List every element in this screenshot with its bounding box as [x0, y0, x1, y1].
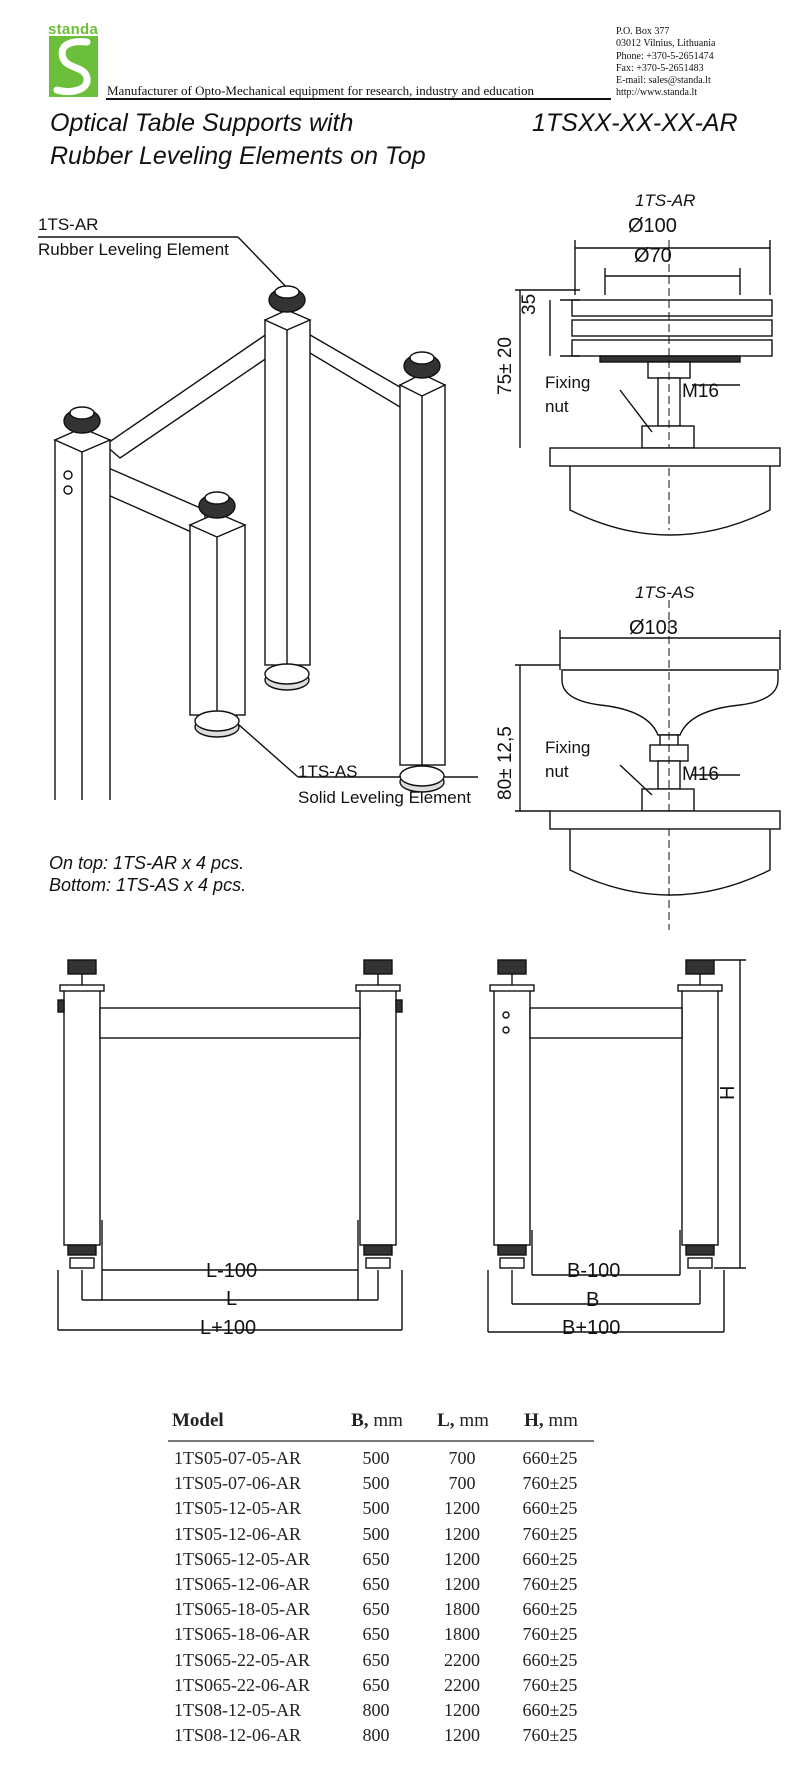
top-element-code: 1TS-AR	[38, 215, 99, 234]
dim-b: B	[586, 1289, 600, 1311]
contact-line: http://www.standa.lt	[616, 87, 698, 99]
title-line: Optical Table Supports with	[50, 109, 354, 137]
dim-l-plus: L+100	[200, 1317, 257, 1339]
bottom-element-code: 1TS-AS	[298, 762, 358, 781]
document-title: Optical Table Supports with Rubber Level…	[50, 107, 426, 173]
top-element-name: Rubber Leveling Element	[38, 240, 229, 259]
detail-as-nut: nut	[545, 762, 569, 781]
dim-l: L	[226, 1288, 238, 1310]
quantity-notes: On top: 1TS-AR x 4 pcs. Bottom: 1TS-AS x…	[49, 852, 246, 896]
detail-ar-height-pad: 35	[519, 293, 540, 315]
contact-line: E-mail: sales@standa.lt	[616, 75, 711, 87]
contact-line: Fax: +370-5-2651483	[616, 62, 704, 74]
dim-b-minus: B-100	[567, 1260, 621, 1282]
detail-ar-thread: M16	[682, 381, 719, 402]
standa-logo	[49, 36, 98, 97]
contact-block: P.O. Box 377 03012 Vilnius, Lithuania Ph…	[616, 26, 716, 100]
contact-line: P.O. Box 377	[616, 26, 670, 37]
detail-as-title: 1TS-AS	[635, 583, 695, 602]
side-view-drawing	[487, 959, 746, 1333]
dim-b-plus: B+100	[562, 1317, 621, 1339]
dim-l-minus: L-100	[206, 1260, 258, 1282]
detail-as-thread: M16	[682, 764, 719, 785]
title-line: Rubber Leveling Elements on Top	[50, 142, 426, 170]
table-header-row: Model B, mm L, mm H, mm	[168, 1410, 594, 1442]
col-b: B, mm	[332, 1410, 418, 1442]
detail-ar-title: 1TS-AR	[635, 191, 696, 210]
detail-as-dia: Ø103	[629, 617, 678, 639]
detail-ar-drawing	[515, 240, 781, 536]
detail-as-fixing: Fixing	[545, 738, 591, 757]
detail-as-height-total: 80± 12,5	[495, 726, 516, 800]
detail-ar-dia-outer: Ø100	[628, 215, 677, 237]
front-view-drawing	[57, 959, 403, 1331]
dim-h: H	[717, 1085, 739, 1100]
detail-ar-nut: nut	[545, 397, 569, 416]
note-bottom: Bottom: 1TS-AS x 4 pcs.	[49, 875, 247, 895]
contact-line: 03012 Vilnius, Lithuania	[616, 38, 716, 50]
brand-wordmark: standa	[48, 21, 99, 38]
note-top: On top: 1TS-AR x 4 pcs.	[49, 853, 245, 873]
header-divider	[106, 98, 611, 100]
isometric-frame-drawing	[38, 236, 478, 800]
product-code: 1TSXX-XX-XX-AR	[532, 109, 738, 137]
contact-line: Phone: +370-5-2651474	[616, 50, 714, 62]
detail-as-drawing	[515, 600, 781, 930]
detail-ar-dia-inner: Ø70	[634, 245, 672, 267]
col-h: H, mm	[504, 1410, 594, 1442]
col-model: Model	[168, 1410, 332, 1442]
detail-ar-height-total: 75± 20	[495, 337, 516, 395]
col-l: L, mm	[418, 1410, 504, 1442]
bottom-element-name: Solid Leveling Element	[298, 788, 471, 807]
company-tagline: Manufacturer of Opto-Mechanical equipmen…	[107, 83, 535, 98]
detail-ar-fixing: Fixing	[545, 373, 591, 392]
